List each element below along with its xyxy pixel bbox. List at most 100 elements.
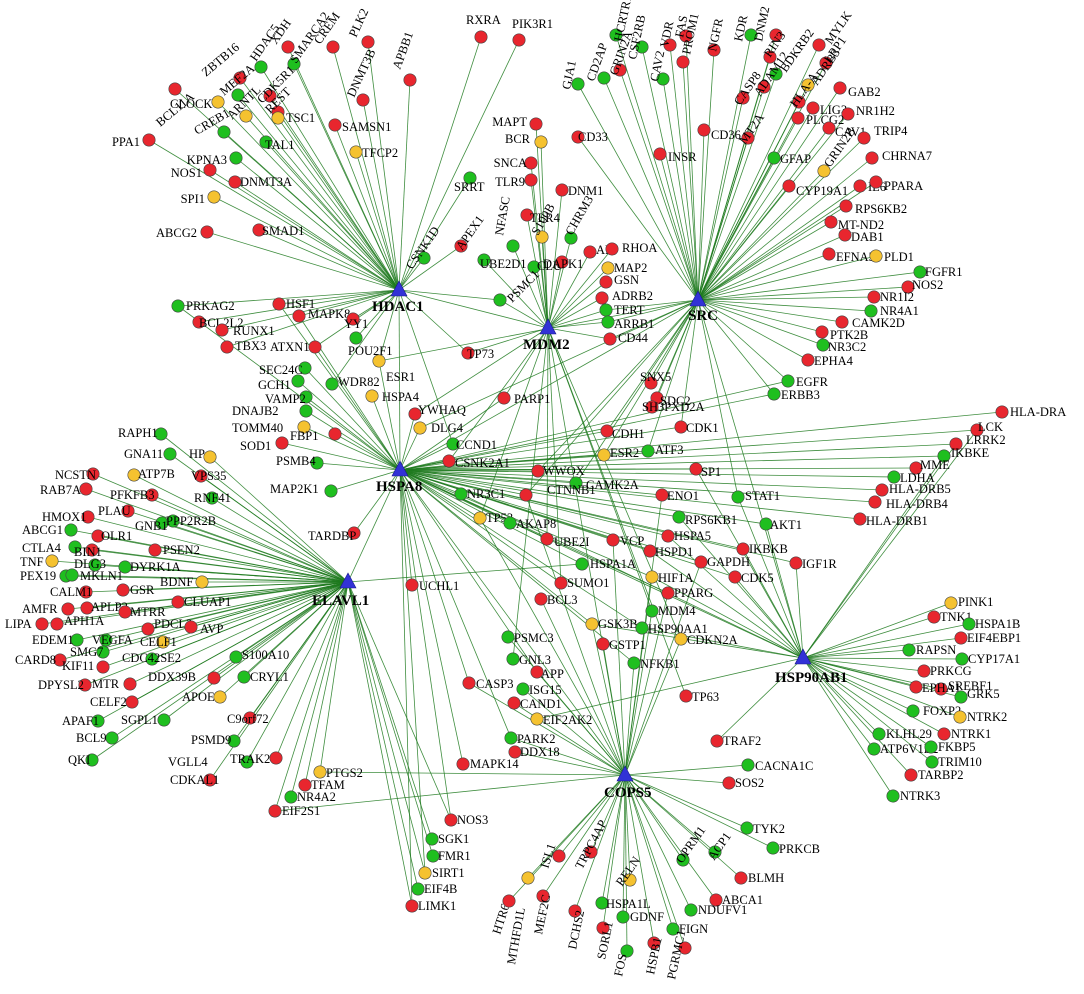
edge-src-casp8 <box>697 97 744 301</box>
node-label-mtrr: MTRR <box>130 605 166 619</box>
node-label-fos: FOS <box>611 952 629 977</box>
node-mapt: MAPT <box>492 115 543 131</box>
node-edem1: EDEM1 <box>32 633 84 647</box>
edge-hspa8-ccnd1 <box>399 443 454 471</box>
node-label-srebf1: SREBF1 <box>948 679 992 693</box>
node-label-erbb3: ERBB3 <box>781 388 820 402</box>
node-bcl9: BCL9 <box>76 731 119 745</box>
node-circle-kpna3 <box>229 151 243 165</box>
node-label-eif4b: EIF4B <box>424 882 457 896</box>
node-circle-cdk1 <box>674 420 688 434</box>
node-label-camk2a: CAMK2A <box>586 478 639 492</box>
node-label-raph1: RAPH1 <box>118 426 158 440</box>
node-cluap1: CLUAP1 <box>171 595 231 609</box>
node-abca1: ABCA1 <box>709 893 763 907</box>
node-label-dnmt3b: DNMT3B <box>344 47 378 100</box>
node-apex1: APEX1 <box>453 213 487 253</box>
node-rnf41: RNF41 <box>194 491 231 505</box>
node-circle-akap8 <box>503 516 517 530</box>
node-fmr1: FMR1 <box>426 849 471 863</box>
node-label-pld1: PLD1 <box>884 250 914 264</box>
node-tsc1: TSC1 <box>271 111 315 125</box>
node-circle-fign <box>666 922 680 936</box>
node-hspd1: HSPD1 <box>643 544 693 559</box>
node-label-hspa5: HSPA5 <box>674 529 711 543</box>
node-label-hif1a: HIF1A <box>658 571 693 585</box>
edge-hspa8-akt1 <box>399 469 767 525</box>
node-dnmt3b: DNMT3B <box>344 47 378 107</box>
node-circle-plk2 <box>361 35 375 49</box>
node-circle-hla-drb1 <box>853 512 867 526</box>
node-label-prkag2: PRKAG2 <box>186 299 235 313</box>
node-tp63: TP63 <box>679 689 719 704</box>
node-label-eif4ebp1: EIF4EBP1 <box>967 631 1021 645</box>
node-dnajb2: DNAJB2 <box>232 404 313 418</box>
node-circle-cav2 <box>656 72 670 86</box>
node-label-sirt1: SIRT1 <box>432 866 465 880</box>
node-tlr9: TLR9 <box>495 173 538 189</box>
node-dpysl2: DPYSL2 <box>38 678 92 692</box>
node-label-hspd1: HSPD1 <box>655 545 693 559</box>
node-plcg2: PLCG2 <box>791 111 844 127</box>
node-circle-sos2 <box>722 776 736 790</box>
node-chrm3: CHRM3 <box>562 193 596 245</box>
node-hspa4: HSPA4 <box>365 389 420 404</box>
node-s100a10: S100A10 <box>229 648 289 664</box>
node-cyp19a1: CYP19A1 <box>782 179 848 198</box>
node-circle-tp53 <box>473 511 487 525</box>
node-label-snx5: SNX5 <box>640 370 671 384</box>
edge-elavl1-hmox1 <box>87 516 349 583</box>
node-label-stat1: STAT1 <box>745 489 780 503</box>
edge-src-prom1 <box>682 61 699 301</box>
edge-src-wwox <box>537 299 699 472</box>
node-pld1: PLD1 <box>869 249 914 264</box>
edge-src-cav1 <box>697 127 830 301</box>
node-circle-gsk3b <box>585 617 599 631</box>
node-label-ikbkb: IKBKB <box>749 542 788 556</box>
node-ptk2b: PTK2B <box>815 325 868 342</box>
node-label-tlr9: TLR9 <box>495 175 525 189</box>
node-label-ywhaq: YWHAQ <box>418 403 466 417</box>
node-rps6kb2: RPS6KB2 <box>839 199 907 216</box>
node-label-aplp2: APLP2 <box>91 600 128 614</box>
edge-elavl1-qki <box>91 581 349 761</box>
node-mkln1: MKLN1 <box>65 568 123 583</box>
node-igf1r: IGF1R <box>789 556 837 571</box>
edge-src-nr1i2 <box>697 296 875 301</box>
node-circle-sgk1 <box>425 832 439 846</box>
edge-hdac1-pou2f1 <box>355 289 400 339</box>
edge-elavl1-hspa1a <box>347 563 583 583</box>
edge-mdm2-gsn <box>547 281 607 329</box>
edge-cops5-hspb1 <box>624 774 655 944</box>
node-circle-runx1 <box>215 323 229 337</box>
node-psmc1: PSMC1 <box>493 267 542 307</box>
edge-elavl1-ppp2r2b <box>172 520 349 583</box>
node-label-trak2: TRAK2 <box>230 752 270 766</box>
edge-hdac1-hdac5 <box>260 66 400 291</box>
node-tp73: TP73 <box>461 346 494 361</box>
node-circle-pfkfb3 <box>145 488 159 502</box>
node-label-cryl1: CRYL1 <box>250 670 289 684</box>
edge-hspa8-mme <box>399 467 917 471</box>
edge-hspa8-ctnnb1 <box>399 469 527 496</box>
node-nr1h2: NR1H2 <box>841 104 895 121</box>
node-label-isg15: ISG15 <box>529 683 562 697</box>
edge-elavl1-trak2 <box>275 581 349 759</box>
node-label-akt1: AKT1 <box>770 518 802 532</box>
node-ywhaq: YWHAQ <box>408 403 466 421</box>
node-circle-dnajb2 <box>299 404 313 418</box>
edge-elavl1-apaf1 <box>97 581 349 722</box>
node-label-ccnd1: CCND1 <box>456 438 497 452</box>
node-circle-vgll4 <box>240 755 254 769</box>
node-gja1: GJA1 <box>559 59 585 91</box>
node-circle-crem <box>326 40 340 54</box>
edge-elavl1-ptgs2 <box>319 581 349 773</box>
edge-hdac1-csnk1d <box>398 257 425 291</box>
edge-cops5-ddx18 <box>514 751 626 776</box>
node-circle-foxp2 <box>906 704 920 718</box>
edge-hdac1-mapk8 <box>298 289 400 317</box>
node-vgll4: VGLL4 <box>168 755 254 769</box>
node-circle-prkcg <box>917 664 931 678</box>
node-parp1: PARP1 <box>497 391 550 406</box>
